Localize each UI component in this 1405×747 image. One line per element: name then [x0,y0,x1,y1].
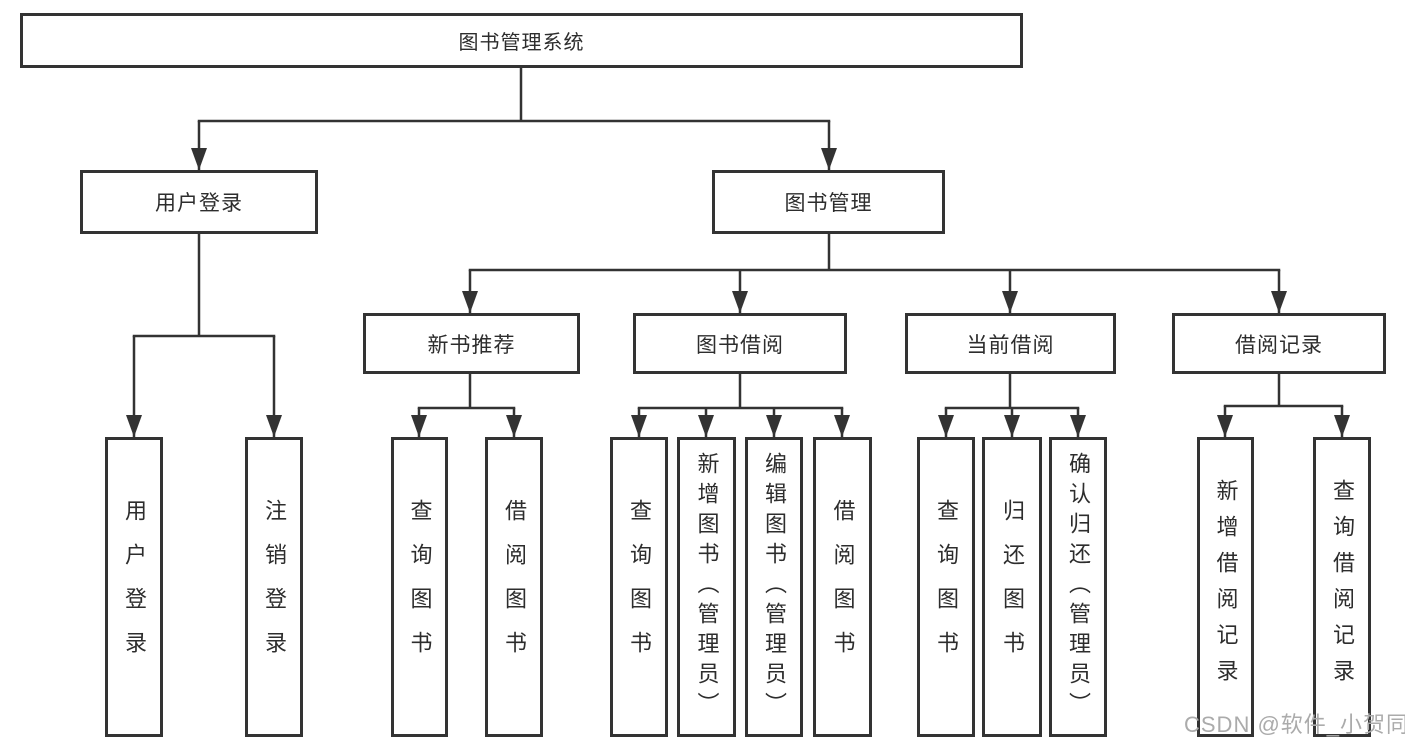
leaf-borrow-books-borrow: 借阅图书 [813,437,872,737]
node-current-borrow: 当前借阅 [905,313,1116,374]
leaf-add-borrow-record: 新增借阅记录 [1197,437,1254,737]
leaf-edit-books-admin: 编辑图书（管理员） [745,437,803,737]
leaf-borrow-books-borrow-label: 借阅图书 [830,499,856,675]
leaf-query-books-recommend: 查询图书 [391,437,448,737]
leaf-user-login-label: 用户登录 [122,499,147,675]
node-book-management-label: 图书管理 [784,192,873,215]
node-book-borrow-label: 图书借阅 [696,333,784,357]
leaf-borrow-books-recommend: 借阅图书 [485,437,543,737]
leaf-logout-login-label: 注销登录 [262,499,287,675]
leaf-add-borrow-record-label: 新增借阅记录 [1213,479,1239,695]
node-borrow-record: 借阅记录 [1172,313,1386,374]
leaf-query-borrow-record: 查询借阅记录 [1313,437,1371,737]
leaf-add-books-admin: 新增图书（管理员） [677,437,736,737]
csdn-watermark: CSDN @软件_小贺同学 [1184,712,1405,737]
leaf-edit-books-admin-label: 编辑图书（管理员） [762,452,787,722]
leaf-query-books-current-label: 查询图书 [934,499,959,675]
leaf-query-books-borrow-label: 查询图书 [627,499,652,675]
leaf-query-books-borrow: 查询图书 [610,437,668,737]
node-root-label: 图书管理系统 [458,32,585,54]
leaf-query-books-current: 查询图书 [917,437,975,737]
leaf-user-login: 用户登录 [105,437,163,737]
node-new-book-recommend-label: 新书推荐 [427,333,516,357]
node-user-login-label: 用户登录 [155,192,243,215]
node-borrow-record-label: 借阅记录 [1235,333,1323,357]
leaf-logout-login: 注销登录 [245,437,303,737]
leaf-confirm-return-admin-label: 确认归还（管理员） [1066,452,1091,722]
node-book-borrow: 图书借阅 [633,313,847,374]
leaf-return-books-label: 归还图书 [1000,499,1025,675]
leaf-borrow-books-recommend-label: 借阅图书 [502,499,527,675]
leaf-add-books-admin-label: 新增图书（管理员） [694,452,720,722]
leaf-query-borrow-record-label: 查询借阅记录 [1330,479,1355,695]
leaf-confirm-return-admin: 确认归还（管理员） [1049,437,1107,737]
leaf-return-books: 归还图书 [982,437,1042,737]
leaf-query-books-recommend-label: 查询图书 [407,499,433,675]
node-new-book-recommend: 新书推荐 [363,313,580,374]
node-current-borrow-label: 当前借阅 [966,333,1055,357]
node-book-management: 图书管理 [712,170,945,234]
node-root-system: 图书管理系统 [20,13,1023,68]
node-user-login: 用户登录 [80,170,318,234]
